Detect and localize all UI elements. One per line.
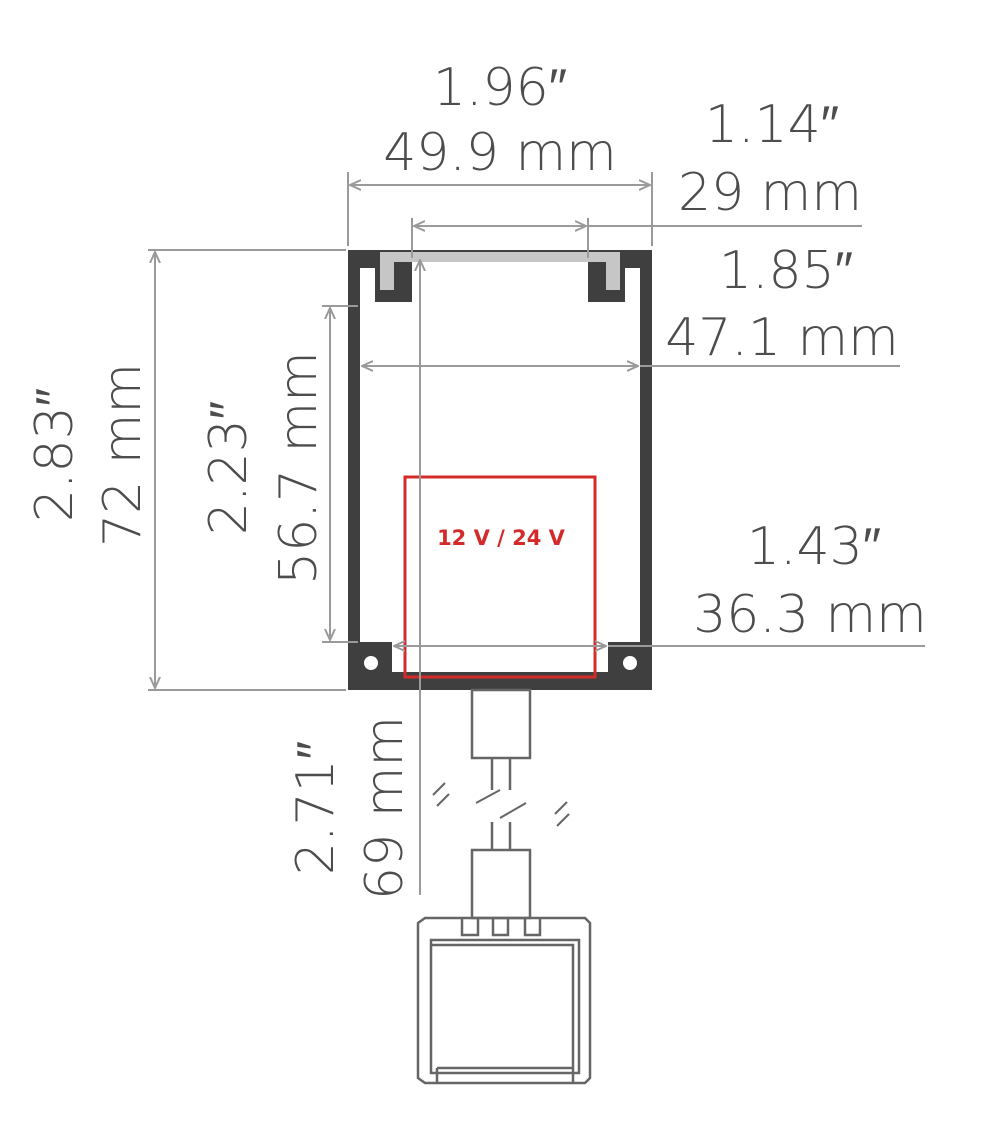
bottom-width-mm: 36.3 mm <box>693 585 927 645</box>
total-width-mm: 49.9 mm <box>383 123 617 183</box>
mount-depth-mm: 69 mm <box>355 716 415 900</box>
aluminium-profile <box>348 250 652 690</box>
ceiling-channel <box>416 916 592 1085</box>
inner-width-inch: 1.85″ <box>719 241 853 301</box>
inner-height-inch: 2.23″ <box>199 401 259 535</box>
inner-height-mm: 56.7 mm <box>269 351 329 585</box>
diffuser-cover <box>380 252 620 290</box>
dimension-lines <box>148 172 925 895</box>
total-height-inch: 2.83″ <box>25 388 85 522</box>
dimension-labels: 1.96″ 49.9 mm 1.14″ 29 mm 1.85″ 47.1 mm … <box>25 58 927 900</box>
opening-width-inch: 1.14″ <box>705 95 839 155</box>
mount-hanger <box>432 688 570 920</box>
total-width-inch: 1.96″ <box>433 58 567 118</box>
inner-width-mm: 47.1 mm <box>665 308 899 368</box>
total-height-mm: 72 mm <box>93 363 153 547</box>
mount-depth-inch: 2.71″ <box>286 741 346 875</box>
driver-voltage-label: 12 V / 24 V <box>437 526 566 550</box>
bottom-width-inch: 1.43″ <box>747 517 881 577</box>
driver-box <box>403 475 597 679</box>
opening-width-mm: 29 mm <box>678 163 862 223</box>
